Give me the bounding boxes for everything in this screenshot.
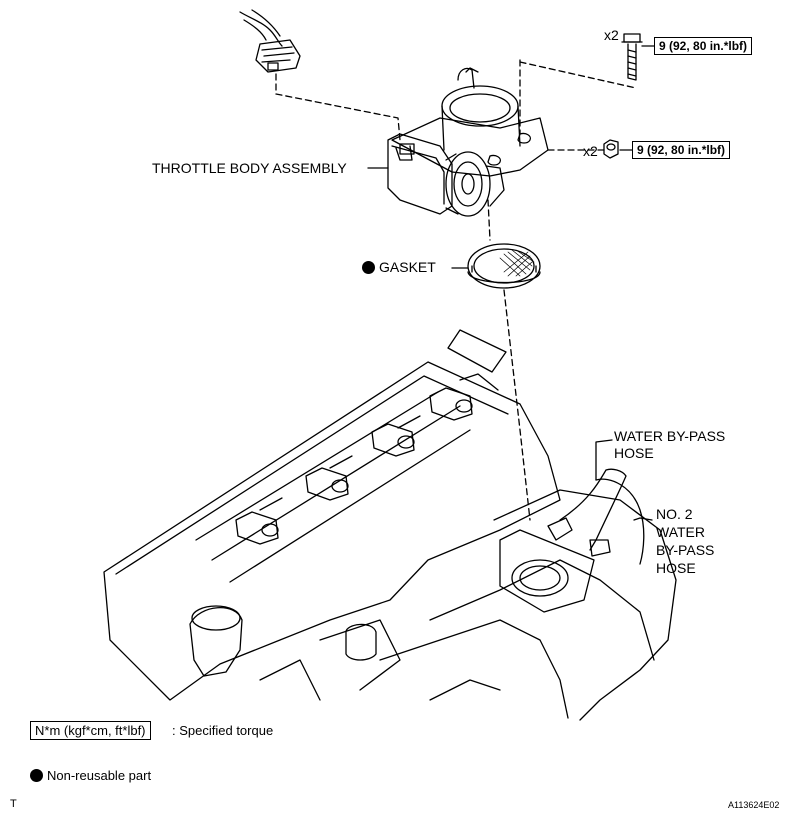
water-bypass-hose-line2: HOSE (614, 445, 654, 461)
no2-hose-line1: NO. 2 (656, 506, 693, 522)
bolt-quantity: x2 (604, 27, 619, 43)
nonreusable-legend: Non-reusable part (30, 767, 151, 784)
water-bypass-hose-line1: WATER BY-PASS (614, 428, 726, 444)
nonreusable-legend-text: Non-reusable part (47, 768, 152, 783)
throttle-body-assembly (387, 67, 549, 217)
gasket-icon (467, 243, 541, 289)
wire-connector-icon (239, 9, 301, 73)
no2-hose-line4: HOSE (656, 560, 696, 576)
torque-legend-key: N*m (kgf*cm, ft*lbf) (30, 721, 151, 740)
no2-water-bypass-hose-label: NO. 2 WATER BY-PASS HOSE (656, 505, 714, 577)
bolt-icon (621, 33, 643, 81)
gasket-label: GASKET (362, 259, 436, 276)
nut-icon (603, 139, 619, 159)
nut-quantity: x2 (583, 143, 598, 159)
no2-hose-line3: BY-PASS (656, 542, 715, 558)
throttle-body-label: THROTTLE BODY ASSEMBLY (152, 160, 347, 176)
nonreusable-legend-dot-icon (30, 769, 43, 782)
no2-hose-line2: WATER (656, 524, 705, 540)
gasket-label-text: GASKET (379, 259, 436, 275)
engine-block (103, 329, 677, 721)
figure-id: A113624E02 (728, 800, 780, 810)
torque-legend-desc: : Specified torque (172, 723, 274, 738)
nut-torque-spec: 9 (92, 80 in.*lbf) (632, 141, 731, 159)
bolt-torque-spec: 9 (92, 80 in.*lbf) (654, 37, 753, 55)
footer-left-mark: T (10, 798, 17, 810)
nonreusable-dot-icon (362, 261, 375, 274)
water-bypass-hose-label: WATER BY-PASS HOSE (614, 428, 725, 462)
